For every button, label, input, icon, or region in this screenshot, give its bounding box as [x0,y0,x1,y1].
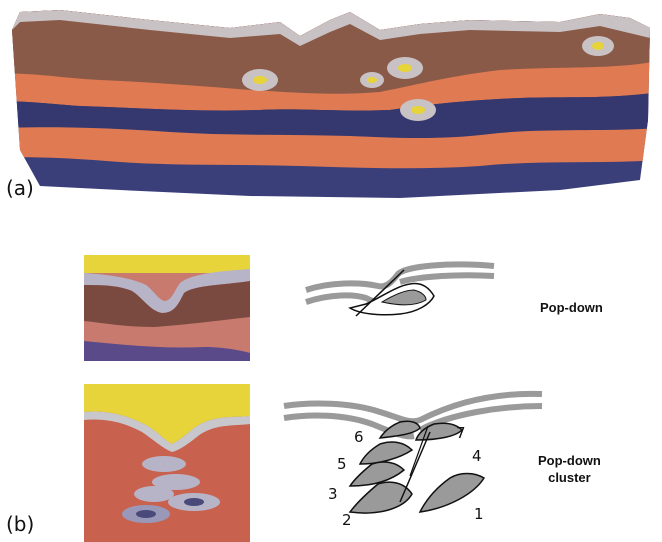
panel-b-label: (b) [6,512,34,536]
pop-down-cluster-label-line2: cluster [538,469,601,486]
cluster-number-6: 6 [354,428,364,446]
pop-down-cluster-schematic [280,384,550,524]
pop-down-photo [84,255,250,361]
cluster-number-4: 4 [472,447,482,465]
cluster-number-1: 1 [474,505,484,523]
pop-down-cluster-label-line1: Pop-down [538,452,601,469]
sandbox-cross-section-photo [0,0,662,210]
pop-down-label: Pop-down [540,300,603,315]
cluster-number-5: 5 [337,455,347,473]
cluster-number-7: 7 [456,424,466,442]
cluster-number-3: 3 [328,485,338,503]
pop-down-cluster-label: Pop-down cluster [538,452,601,486]
panel-a-label: (a) [6,176,34,200]
cluster-number-2: 2 [342,511,352,529]
pop-down-cluster-photo [84,384,250,542]
pop-down-schematic [300,256,500,326]
